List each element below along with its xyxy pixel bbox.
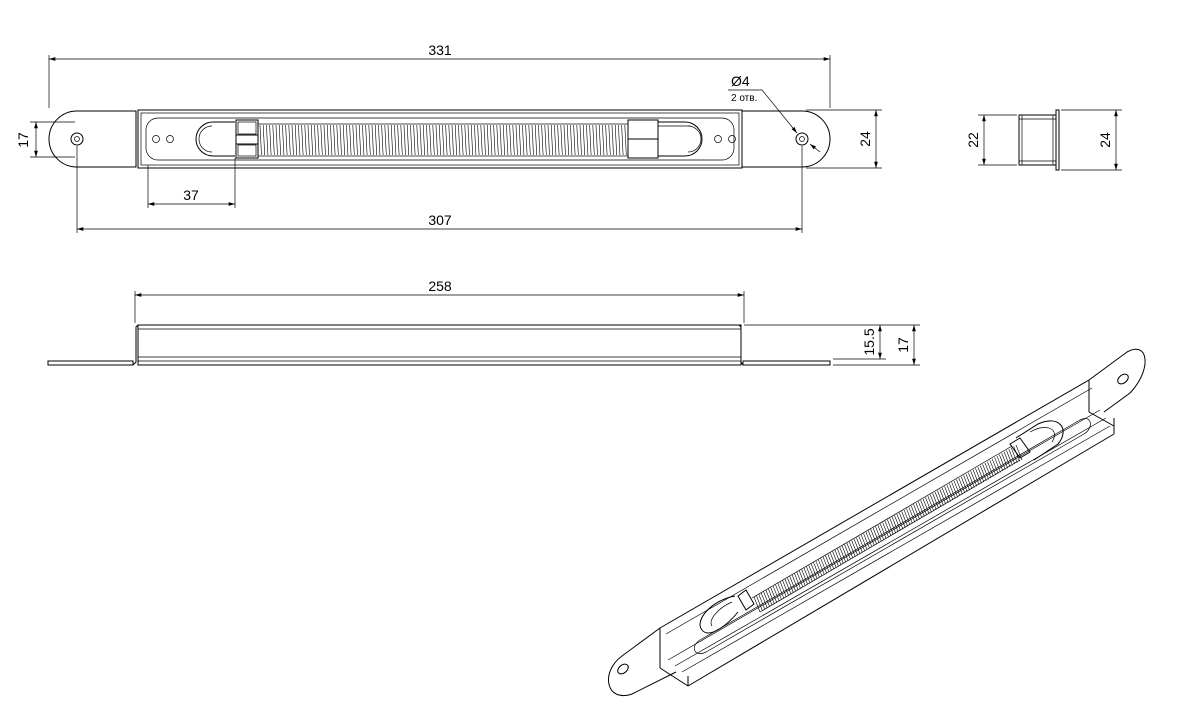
dim-hole-diameter: Ø4 [731, 73, 750, 89]
dim-slider-offset: 37 [183, 187, 199, 203]
dim-end-height: 17 [15, 132, 31, 148]
channel-body [137, 109, 743, 169]
left-hole-icon [70, 132, 84, 146]
channel-slot [145, 117, 735, 161]
isometric-view [608, 348, 1146, 697]
right-hole-icon [795, 132, 809, 146]
dim-overall-length: 331 [428, 42, 452, 58]
left-slider [195, 121, 235, 157]
dim-body-height: 24 [857, 131, 873, 147]
left-tab [48, 110, 137, 168]
channel-front [137, 324, 742, 366]
end-view: 22 24 [965, 109, 1122, 171]
iso-spring-coils [753, 444, 1023, 613]
dim-channel-outer: 17 [895, 337, 911, 353]
dim-channel-length: 258 [428, 278, 452, 294]
right-tab [741, 110, 831, 168]
hole-count-note: 2 отв. [731, 93, 757, 104]
dim-side-inner: 22 [965, 132, 981, 148]
top-view: 331 17 24 37 307 Ø4 2 отв. [15, 42, 882, 233]
dim-side-outer: 24 [1097, 132, 1113, 148]
front-view: 258 15.5 17 [47, 278, 920, 366]
dim-hole-spacing: 307 [428, 212, 452, 228]
dim-channel-inner: 15.5 [861, 328, 877, 355]
spring-coils [259, 124, 627, 156]
